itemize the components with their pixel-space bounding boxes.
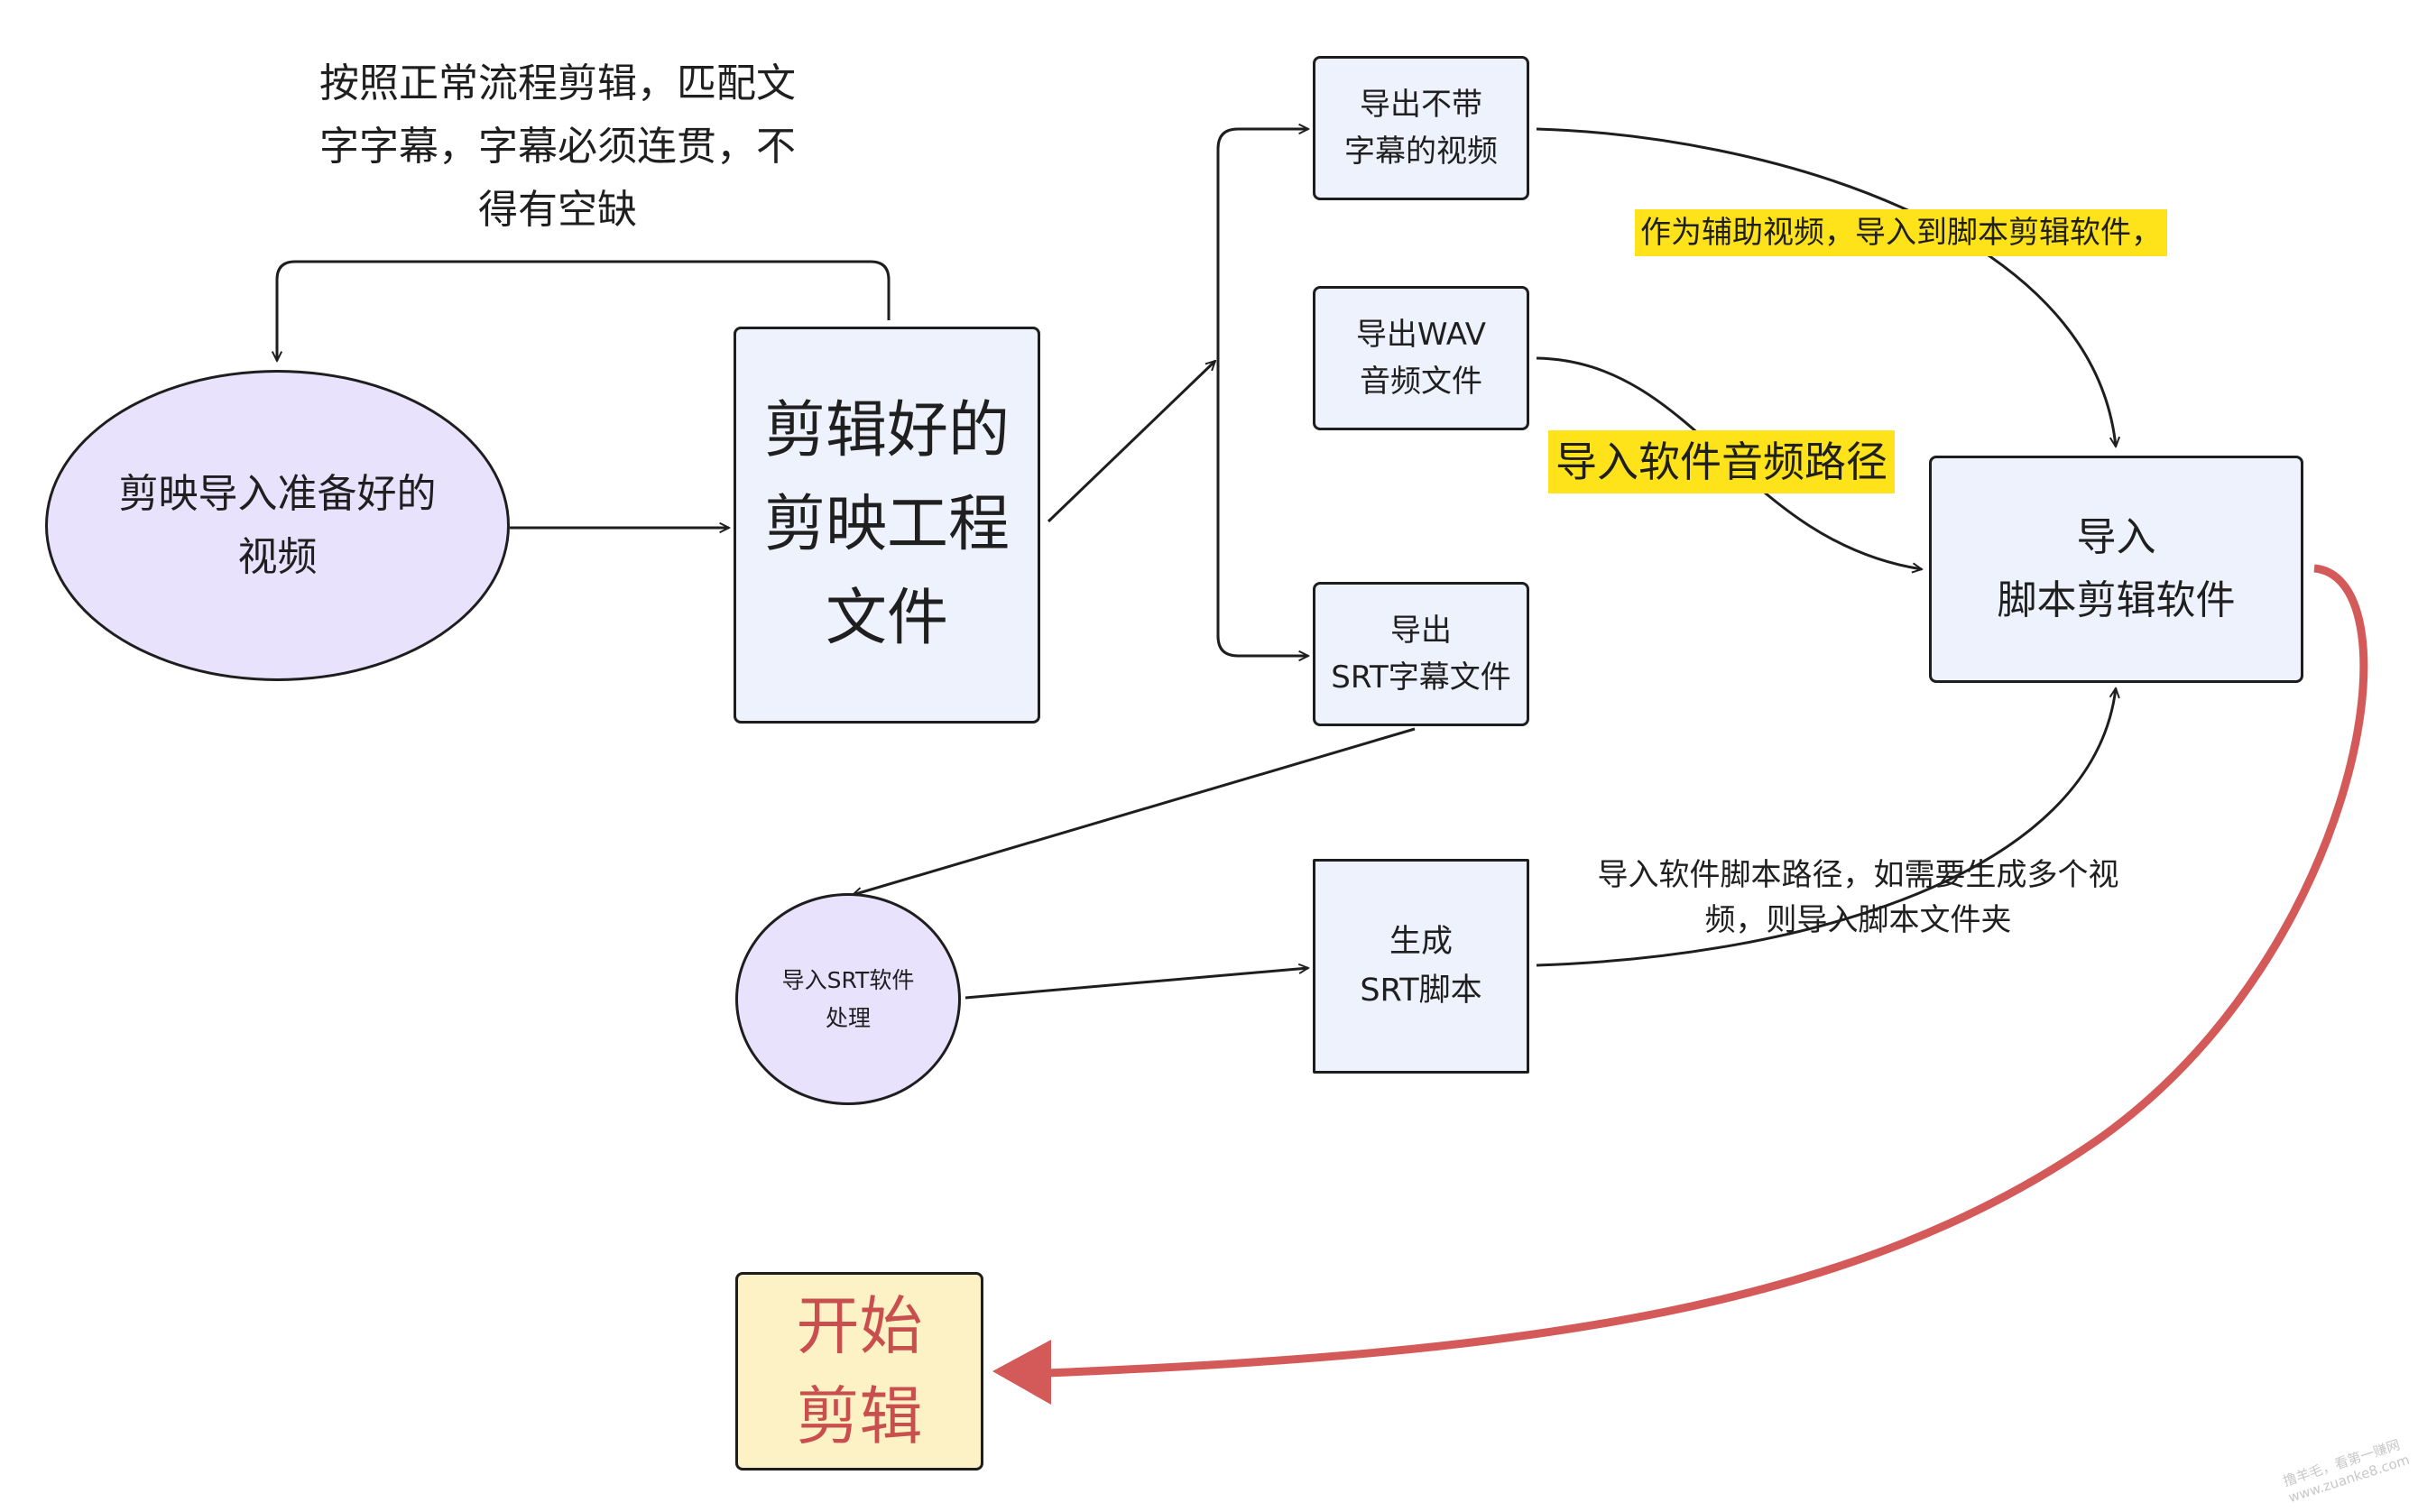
red-arrowhead [992, 1340, 1051, 1405]
node-start-edit-label: 开始 剪辑 [796, 1289, 923, 1453]
node-export-srt[interactable]: 导出 SRT字幕文件 [1313, 582, 1529, 726]
arrow-software-to-script [964, 968, 1308, 1000]
arrow-script-to-editor [1536, 688, 2116, 967]
label-aux-video: 作为辅助视频，导入到脚本剪辑软件， [1635, 209, 2167, 256]
node-export-wav[interactable]: 导出WAV 音频文件 [1313, 286, 1529, 430]
node-export-no-sub-label: 导出不带 字幕的视频 [1344, 87, 1498, 170]
node-srt-software[interactable]: 导入SRT软件 处理 [735, 893, 961, 1105]
node-project-file[interactable]: 剪辑好的 剪映工程 文件 [734, 327, 1040, 724]
node-script-editor-software-label: 导入 脚本剪辑软件 [1997, 514, 2236, 623]
node-export-wav-label: 导出WAV 音频文件 [1355, 317, 1487, 400]
node-start-edit[interactable]: 开始 剪辑 [735, 1272, 983, 1471]
arrow-project-to-branch [1047, 361, 1215, 523]
arrow-srt-to-software [853, 727, 1416, 895]
top-note: 按照正常流程剪辑，匹配文 字字幕，字幕必须连贯，不 得有空缺 [319, 60, 796, 233]
node-import-video[interactable]: 剪映导入准备好的 视频 [45, 370, 510, 681]
node-script-editor-software[interactable]: 导入 脚本剪辑软件 [1929, 456, 2303, 683]
node-gen-srt-script-label: 生成 SRT脚本 [1360, 924, 1482, 1009]
arrow-branch-to-srt [1216, 361, 1308, 656]
node-import-video-label: 剪映导入准备好的 视频 [118, 470, 437, 580]
node-export-no-sub[interactable]: 导出不带 字幕的视频 [1313, 56, 1529, 200]
node-srt-software-label: 导入SRT软件 处理 [781, 966, 915, 1031]
node-project-file-label: 剪辑好的 剪映工程 文件 [763, 395, 1010, 654]
label-audio-path: 导入软件音频路径 [1548, 430, 1895, 493]
node-gen-srt-script[interactable]: 生成 SRT脚本 [1313, 859, 1529, 1074]
arrow-branch-to-no-sub [1216, 129, 1308, 361]
arrow-no-sub-to-editor [1536, 127, 2116, 447]
loop-arrow [277, 260, 891, 361]
red-arrow-to-start [1046, 564, 2368, 1378]
label-script-path: 导入软件脚本路径，如需要生成多个视 频，则导入脚本文件夹 [1597, 857, 2119, 938]
node-export-srt-label: 导出 SRT字幕文件 [1331, 613, 1511, 696]
